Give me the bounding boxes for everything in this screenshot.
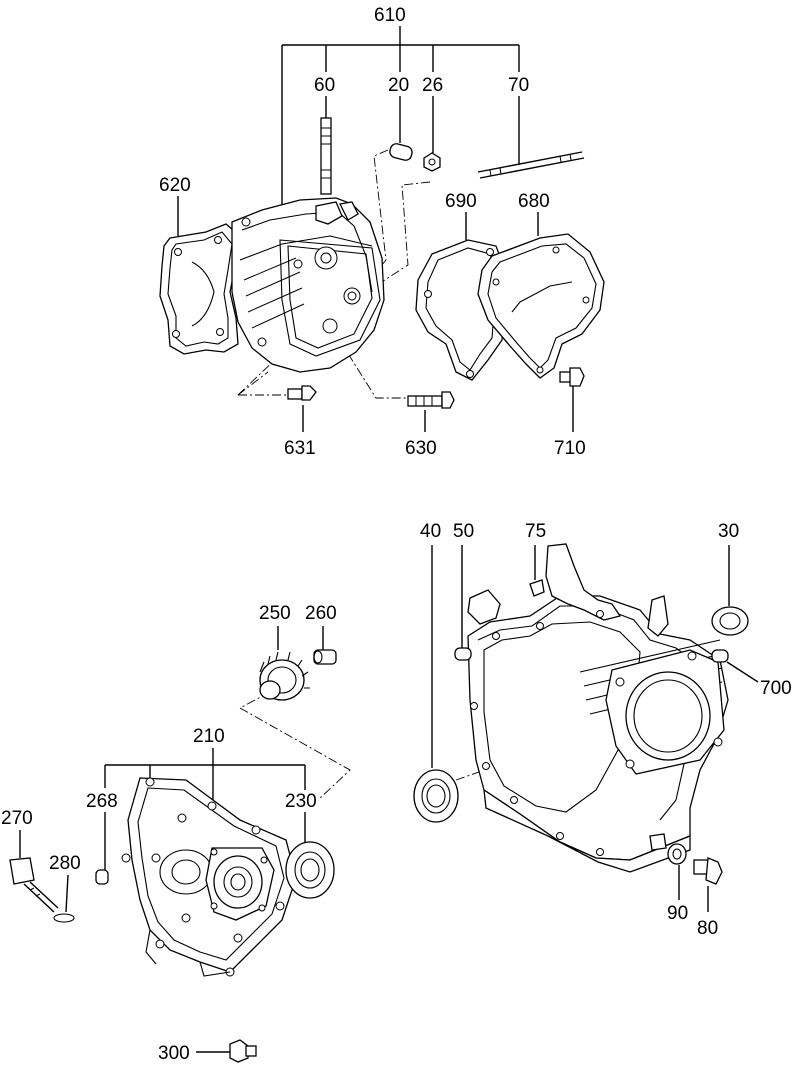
push-rod-70 [477,151,585,179]
label-250: 250 [259,603,291,624]
label-690: 690 [445,191,477,212]
label-20: 20 [388,75,409,96]
label-700: 700 [760,678,792,699]
dowel-pin-268 [95,869,109,885]
label-268: 268 [86,791,118,812]
label-80: 80 [697,918,718,939]
part-labels: 610 60 20 26 70 620 690 680 631 630 710 … [1,5,792,1064]
washer-90 [667,843,687,865]
oil-dipstick-270 [9,857,59,913]
label-680: 680 [518,191,550,212]
crankcase-cover-210 [121,777,297,977]
label-270: 270 [1,808,33,829]
valve-cover-680 [477,233,605,379]
dowel-pin-20 [389,143,413,161]
label-610: 610 [374,5,406,26]
label-50: 50 [453,521,474,542]
o-ring-280 [53,913,75,923]
oil-seal-230 [285,841,335,899]
label-26: 26 [422,75,443,96]
crankcase-body [467,543,729,873]
drain-plug-80 [693,857,723,885]
head-gasket-620 [159,223,241,355]
bolt-631 [287,385,317,401]
label-260: 260 [305,603,337,624]
label-210: 210 [193,726,225,747]
stud-60 [320,117,332,195]
nut-26 [423,152,441,172]
valve-seal-30 [711,606,749,636]
governor-gear-250 [259,651,310,701]
label-75: 75 [525,521,546,542]
label-40: 40 [420,521,441,542]
label-30: 30 [718,521,739,542]
label-300: 300 [158,1043,190,1064]
bolt-710 [559,367,585,387]
cylinder-head-610 [231,197,385,373]
bolt-300 [229,1039,257,1063]
label-620: 620 [159,175,191,196]
bolt-630 [407,391,455,409]
label-631: 631 [284,438,316,459]
label-280: 280 [49,853,81,874]
oil-seal-40 [413,769,459,823]
collar-260 [313,649,337,665]
dowel-pin-50 [454,647,472,661]
callout-lines-cover [19,626,351,1053]
dowel-pin-700 [711,649,729,663]
label-90: 90 [667,903,688,924]
label-710: 710 [554,438,586,459]
label-230: 230 [285,791,317,812]
label-630: 630 [405,438,437,459]
label-60: 60 [314,75,335,96]
label-70: 70 [508,75,529,96]
